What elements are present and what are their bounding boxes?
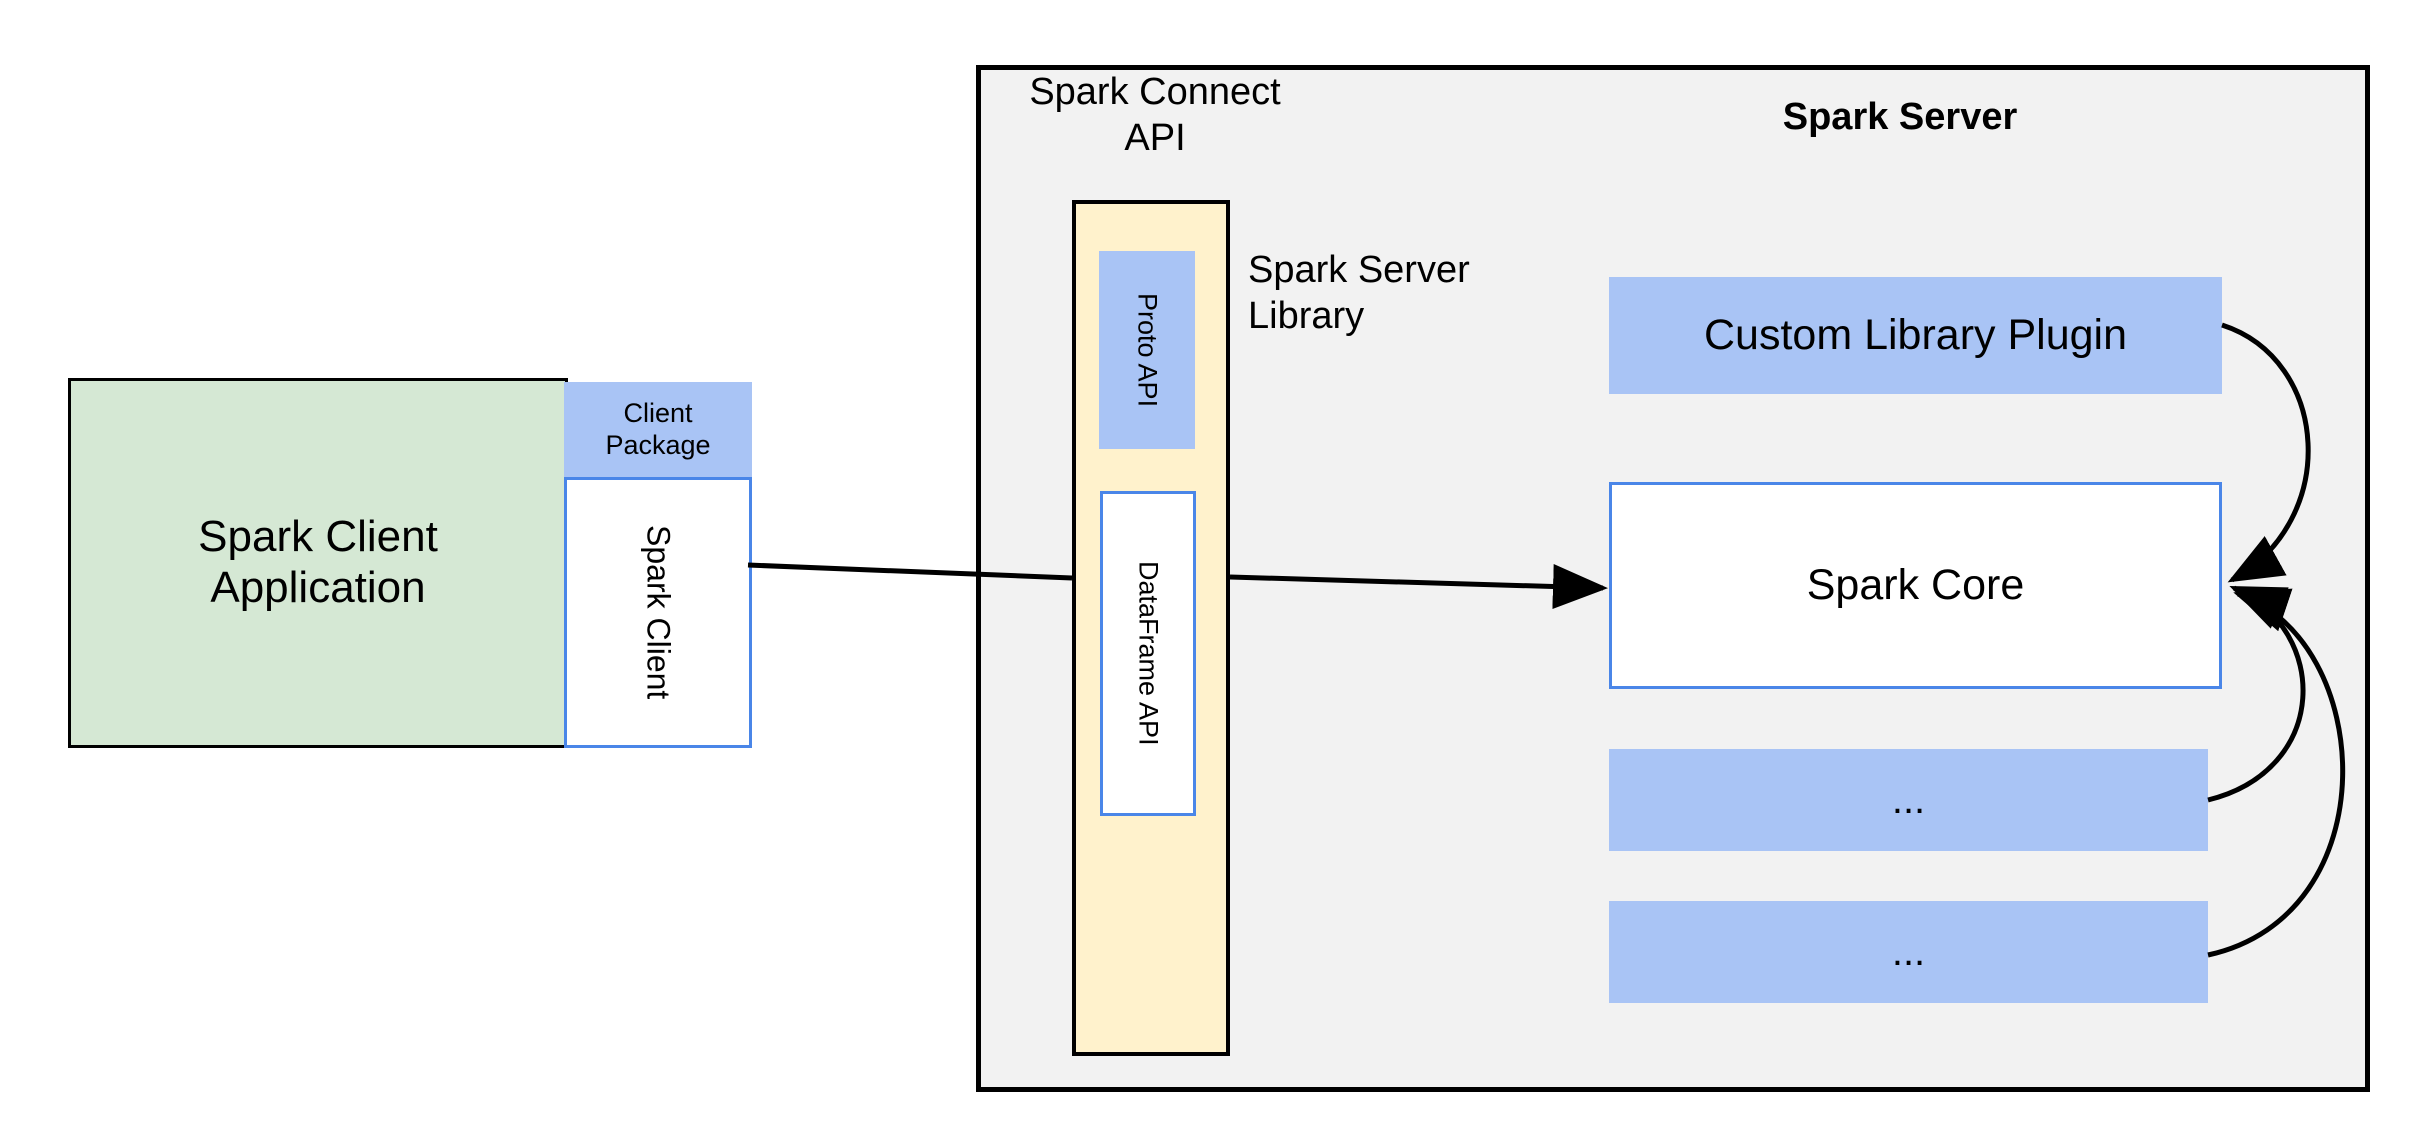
dataframe-api-box[interactable]: DataFrame API xyxy=(1100,491,1196,816)
ellipsis-box-2[interactable]: ... xyxy=(1609,901,2208,1003)
spark-core-label: Spark Core xyxy=(1806,560,2025,609)
spark-client-label: Spark Client xyxy=(640,525,677,700)
spark-core-box[interactable]: Spark Core xyxy=(1609,482,2222,689)
spark-client-application-box[interactable]: Spark Client Application xyxy=(68,378,568,748)
spark-server-library-label: Spark Server Library xyxy=(1248,249,1470,337)
client-package-label: Client Package xyxy=(605,398,711,460)
client-package-box[interactable]: Client Package xyxy=(564,382,752,477)
custom-library-plugin-label: Custom Library Plugin xyxy=(1703,310,2127,359)
ellipsis-label-2: ... xyxy=(1891,930,1926,974)
dataframe-api-label: DataFrame API xyxy=(1133,561,1164,746)
proto-api-box[interactable]: Proto API xyxy=(1099,251,1195,449)
spark-client-application-label: Spark Client Application xyxy=(198,512,438,612)
proto-api-label: Proto API xyxy=(1132,292,1163,408)
ellipsis-label-1: ... xyxy=(1891,778,1926,822)
ellipsis-box-1[interactable]: ... xyxy=(1609,749,2208,851)
custom-library-plugin-box[interactable]: Custom Library Plugin xyxy=(1609,277,2222,394)
spark-client-box[interactable]: Spark Client xyxy=(564,477,752,748)
spark-connect-api-label: Spark Connect API xyxy=(1029,71,1281,159)
spark-server-title: Spark Server xyxy=(1782,96,2018,138)
